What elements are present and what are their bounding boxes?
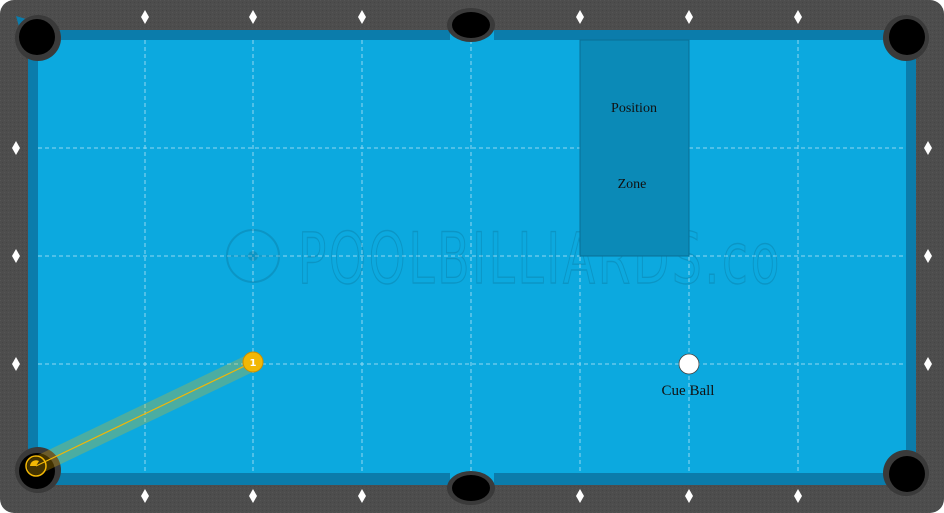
diamond-icon [924,141,932,155]
target-logo-icon [226,229,280,283]
diamond-icon [685,10,693,24]
ghost-ball-target [25,455,47,477]
position-zone-label-line1: Position [611,101,657,116]
diamond-icon [685,489,693,503]
pockets [15,8,929,505]
object-ball-1[interactable]: 1 [242,351,264,373]
aim-line [25,353,262,477]
diamond-icon [576,10,584,24]
diamond-icon [12,249,20,263]
diamond-icon [924,357,932,371]
watermark-text: POOLBILLIARDS.co [298,218,782,300]
pocket-icon-top-right [883,15,929,61]
cue-ball[interactable] [678,353,700,375]
position-zone-label-line2: Zone [618,177,647,192]
diamond-icon [249,10,257,24]
watermark: POOLBILLIARDS.co [226,217,782,301]
cue-ball-label: Cue Ball [662,383,715,399]
diamond-markers [12,10,932,503]
pocket-icon-top-middle [447,8,495,42]
diamond-icon [141,489,149,503]
pocket-icon-top-left [15,15,61,61]
diamond-icon [249,489,257,503]
diamond-icon [141,10,149,24]
diamond-icon [794,489,802,503]
diamond-icon [576,489,584,503]
position-zone: Position Zone [579,39,690,257]
diamond-icon [794,10,802,24]
diamond-icon [358,10,366,24]
diamond-icon [12,141,20,155]
pocket-icon-bottom-right [883,450,929,496]
pocket-icon-bottom-middle [447,471,495,505]
diamond-icon [358,489,366,503]
diamond-icon [924,249,932,263]
object-ball-number: 1 [250,358,257,369]
diamond-icon [12,357,20,371]
pocket-icon-bottom-left [15,447,61,493]
